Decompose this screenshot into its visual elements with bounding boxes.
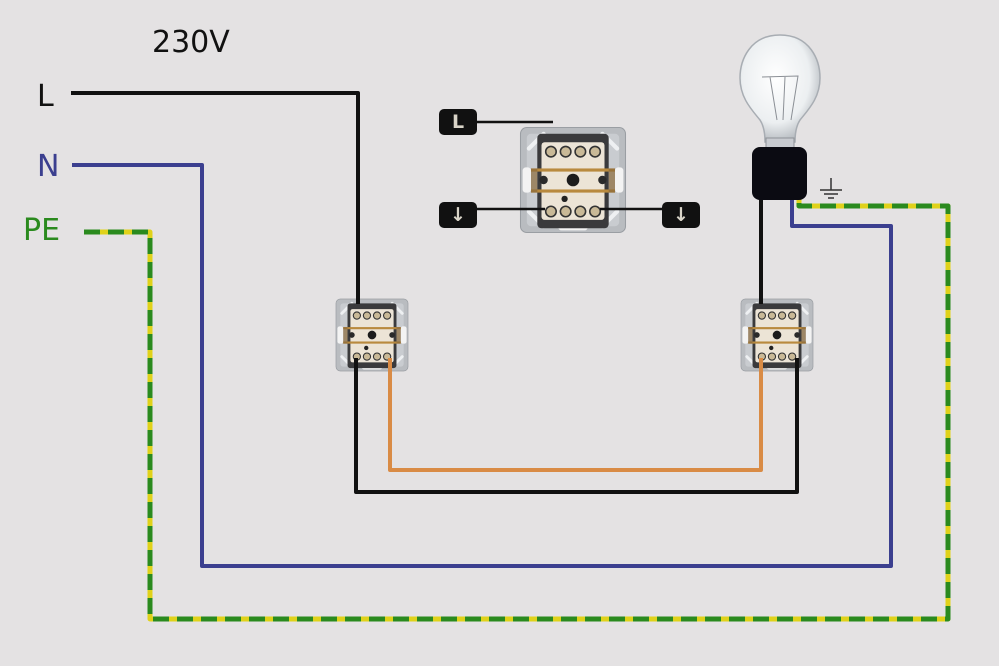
legend-switch <box>521 128 626 233</box>
switch-1 <box>334 297 410 373</box>
wire-traveler-black <box>354 358 799 494</box>
light-bulb-icon <box>739 34 821 149</box>
wire-traveler-orange <box>388 358 763 472</box>
terminal-tag-traveler-1: ↓ <box>439 202 477 228</box>
lamp-holder <box>752 147 807 200</box>
supply-voltage-label: 230V <box>152 25 230 60</box>
terminal-tag-common: L <box>439 109 477 135</box>
switch-2 <box>739 297 815 373</box>
wire-pe <box>84 197 951 622</box>
wire-line <box>71 91 360 304</box>
line-conductor-label: L <box>37 79 54 114</box>
wire-neutral <box>72 163 893 568</box>
terminal-tag-traveler-2: ↓ <box>662 202 700 228</box>
earth-conductor-label: PE <box>23 213 61 248</box>
earth-icon <box>820 178 842 199</box>
neutral-conductor-label: N <box>37 149 60 184</box>
lamp <box>739 34 821 200</box>
